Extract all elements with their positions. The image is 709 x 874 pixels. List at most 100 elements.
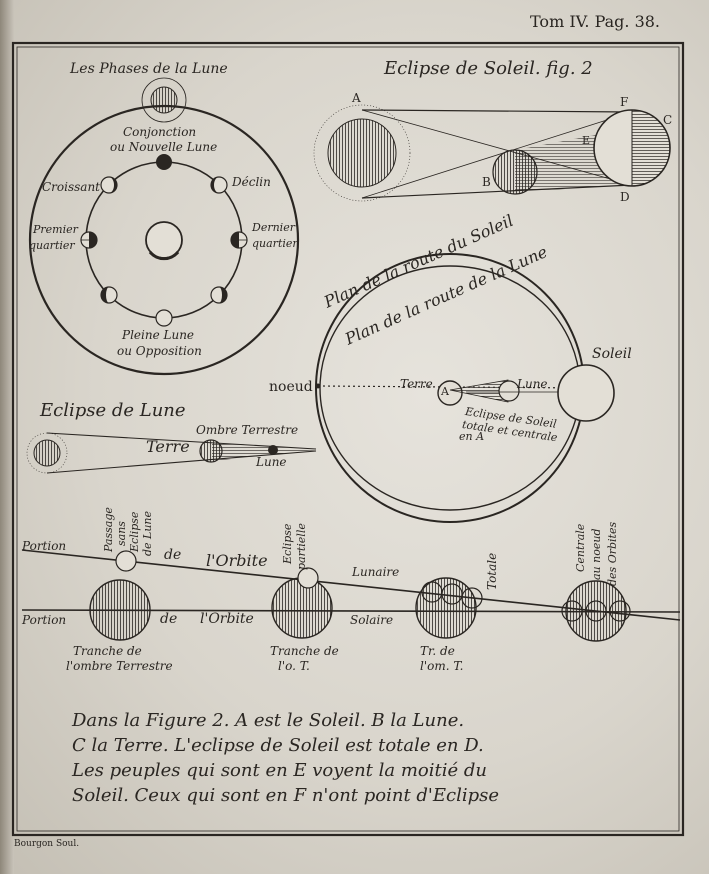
earth-shadow-cone [212, 442, 316, 461]
label-pleine-lune: Pleine Lune [122, 328, 195, 342]
label-totale: Totale [485, 552, 499, 590]
phases-title: Les Phases de la Lune [70, 61, 228, 77]
label-conjonction: Conjonction [123, 125, 197, 139]
label-tranche3-omt: l'om. T. [420, 659, 464, 673]
point-d: D [620, 190, 630, 204]
moon-new [156, 154, 172, 170]
point-a: A [352, 91, 361, 105]
earth-at-a [437, 380, 463, 406]
moon-central-c [609, 600, 631, 622]
lunar-eclipse-title: Eclipse de Lune [40, 400, 186, 421]
label-nouvelle-lune: ou Nouvelle Lune [110, 140, 218, 154]
moon-gibbous-right [210, 286, 228, 304]
label-tranche1-ombre: l'ombre Terrestre [66, 659, 173, 673]
label-orbite-top: l'Orbite [206, 551, 268, 570]
label-passage: Passage [102, 507, 115, 552]
label-ombre-terrestre: Ombre Terrestre [196, 423, 299, 437]
label-dernier: Dernier [252, 221, 295, 234]
sun-right [557, 364, 615, 422]
lunar-eclipse-earth [199, 439, 223, 463]
plate-inner-border [16, 46, 680, 832]
earth-shadow-slice-4 [565, 580, 627, 642]
label-de-lune: de Lune [141, 510, 154, 556]
label-eclipse-partielle-2: partielle [295, 523, 308, 570]
label-lune-planes: Lune [517, 377, 548, 391]
moon-full [155, 309, 173, 327]
earth-shadow-slice-3 [415, 577, 477, 639]
caption-line-1: Dans la Figure 2. A est le Soleil. B la … [72, 710, 465, 731]
caption-line-4: Soleil. Ceux qui sont en F n'ont point d… [72, 785, 500, 806]
label-a-planes: A [441, 385, 449, 398]
moon-central-b [585, 600, 607, 622]
point-f: F [620, 95, 629, 109]
label-portion-top: Portion [22, 539, 67, 553]
book-gutter [0, 0, 14, 874]
lunar-eclipse-moon [268, 445, 278, 455]
label-eclipse-partielle-1: Eclipse [281, 523, 294, 564]
label-eclipse-passage: Eclipse [128, 511, 141, 552]
earth-shadow-slice-1 [89, 579, 151, 641]
label-de-bottom: de [160, 611, 178, 627]
plate-border [11, 41, 685, 837]
planes-diagram [315, 253, 615, 523]
label-centrale: Centrale [574, 523, 587, 572]
moon-no-eclipse [115, 550, 137, 572]
label-sans: sans [115, 521, 128, 546]
label-tranche2-ot: l'o. T. [278, 659, 310, 673]
ray-cross-2 [361, 111, 633, 199]
phases-outer-circle [28, 104, 300, 376]
moon-small [498, 380, 520, 402]
moon-total-c [461, 587, 483, 609]
moon-waxing-crescent [100, 176, 118, 194]
label-tranche3: Tr. de [420, 644, 455, 658]
point-b: B [482, 175, 491, 189]
caption-line-3: Les peuples qui sont en E voyent la moit… [72, 760, 487, 781]
label-terre-lunar: Terre [146, 437, 190, 456]
moon-last-quarter [230, 231, 248, 249]
label-lune-lunar: Lune [256, 455, 287, 469]
sun-a-rays [313, 104, 411, 202]
ray-top [361, 109, 633, 113]
phases-diagram [28, 77, 300, 376]
label-lunaire: Lunaire [352, 565, 400, 579]
earth-shadow-slice-2 [271, 577, 333, 639]
caption-line-2: C la Terre. L'eclipse de Soleil est tota… [72, 735, 484, 756]
moon-central-a [561, 600, 583, 622]
label-portion-bottom: Portion [22, 613, 67, 627]
label-premier: Premier [33, 223, 78, 236]
label-orbite-bottom: l'Orbite [200, 611, 254, 627]
label-au-noeud: au noeud [590, 528, 603, 580]
label-solaire: Solaire [350, 613, 394, 627]
point-c: C [663, 113, 673, 127]
label-tranche2: Tranche de [270, 644, 339, 658]
label-opposition: ou Opposition [117, 344, 202, 358]
earth-shading [148, 250, 180, 261]
label-croissant: Croissant [42, 180, 101, 194]
solar-eclipse-diagram [313, 104, 671, 202]
label-noeud: noeud [269, 379, 313, 395]
lunar-eclipse-diagram [26, 432, 317, 474]
label-des-orbites: des Orbites [606, 521, 619, 586]
moon-b [492, 149, 538, 195]
label-terre-planes: Terre [400, 377, 433, 391]
orbit-portions-diagram [21, 549, 681, 642]
label-dernier-quartier: quartier [252, 237, 298, 250]
moon-waning [210, 176, 228, 194]
label-tranche1: Tranche de [73, 644, 142, 658]
label-de-top: de [164, 547, 182, 563]
label-soleil: Soleil [592, 346, 632, 362]
sun-a [327, 118, 397, 188]
moon-gibbous-left [100, 286, 118, 304]
moon-total-b [441, 583, 463, 605]
point-e: E [582, 134, 591, 147]
engraver-signature: Bourgon Soul. [14, 839, 80, 849]
phases-sun-glow [141, 77, 187, 123]
page-reference: Tom IV. Pag. 38. [530, 12, 661, 31]
phases-sun [150, 86, 178, 114]
node-point [315, 383, 321, 389]
moon-first-quarter [80, 231, 98, 249]
note-en-a: en A [459, 430, 485, 443]
moon-partial [297, 567, 319, 589]
